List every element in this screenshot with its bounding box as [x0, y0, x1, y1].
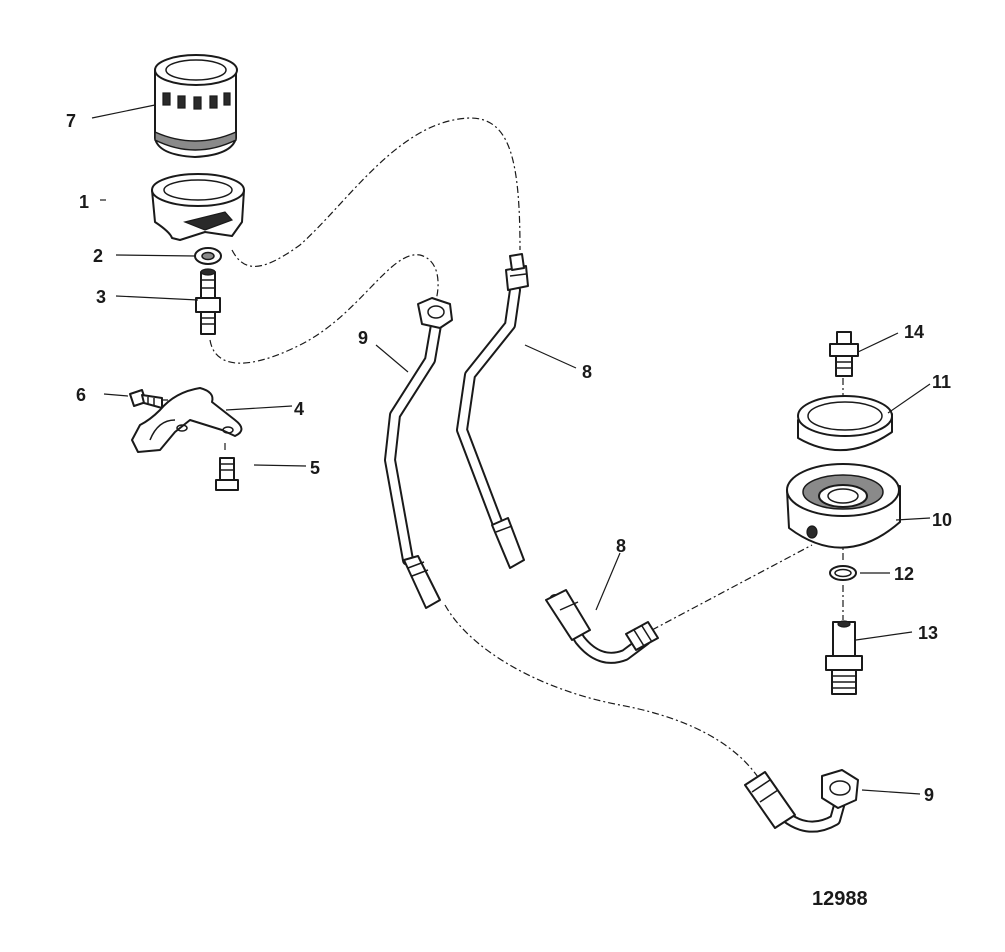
nipple-fitting	[195, 268, 221, 335]
callout-9-lower: 9	[924, 785, 934, 805]
callout-1: 1	[79, 192, 89, 212]
callout-8-lower: 8	[616, 536, 626, 556]
adapter-fitting	[829, 331, 859, 377]
callout-2: 2	[93, 246, 103, 266]
oil-line-9-lower	[744, 769, 859, 833]
sealing-washer	[194, 247, 222, 265]
oil-line-8-lower	[545, 589, 659, 664]
callout-labels: 7 1 2 3 6 4 5 9 8 14 11 10 8 12 13 9	[66, 111, 952, 805]
callout-9-upper: 9	[358, 328, 368, 348]
filter-adapter	[151, 173, 245, 241]
callout-10: 10	[932, 510, 952, 530]
mounting-bracket	[131, 387, 243, 453]
bracket-bolt	[215, 457, 239, 491]
oil-filter	[154, 54, 238, 158]
mounting-screw	[129, 389, 163, 409]
callout-5: 5	[310, 458, 320, 478]
callout-3: 3	[96, 287, 106, 307]
callout-11: 11	[932, 372, 951, 392]
callout-6: 6	[76, 385, 86, 405]
callout-14: 14	[904, 322, 924, 342]
o-ring	[829, 565, 857, 581]
adapter-housing	[786, 463, 901, 549]
drawing-number: 12988	[812, 888, 868, 910]
callout-4: 4	[294, 399, 304, 419]
assembly-path-lines	[146, 117, 844, 781]
callout-leaders	[91, 104, 931, 795]
oil-line-8-upper	[456, 253, 529, 569]
oil-line-9-upper	[384, 297, 453, 609]
callout-12: 12	[894, 564, 914, 584]
sealing-ring	[797, 395, 893, 452]
callout-7: 7	[66, 111, 76, 131]
callout-8-upper: 8	[582, 362, 592, 382]
threaded-nipple	[825, 620, 863, 695]
callout-13: 13	[918, 623, 938, 643]
